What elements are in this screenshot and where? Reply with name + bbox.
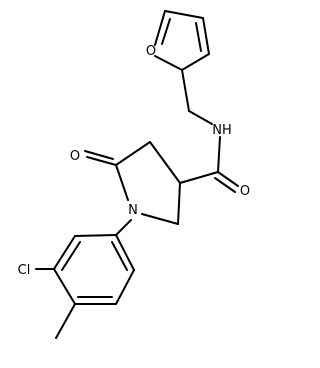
bond-lactam-o-2 (84, 150, 114, 160)
bond-c3-c4 (149, 141, 181, 184)
bond-furan-c2-o (154, 55, 183, 71)
bond-n-c2 (141, 213, 179, 225)
bond-nh-carbonyl (217, 136, 221, 173)
bond-furan-c3-c4 (164, 10, 204, 19)
bond-ar-2-inner (61, 241, 81, 271)
bond-ar-5 (115, 269, 135, 305)
pyrrolidinone-ring (84, 141, 181, 225)
benzene-ring (53, 234, 135, 305)
atom-label-amide-nitrogen: NH (212, 123, 232, 138)
bond-furan-c5-c2 (181, 53, 210, 71)
bond-carbonyl-ring (179, 171, 219, 184)
bond-ar-6-inner (111, 241, 128, 271)
bond-furan-ch2 (181, 69, 190, 112)
atom-label-chlorine: Cl (18, 263, 31, 278)
bond-carbonyl-o-1 (217, 171, 239, 187)
atom-label-amide-oxygen: O (240, 184, 250, 199)
bond-furan-o-c3 (154, 10, 166, 46)
bond-c4-c5 (115, 141, 151, 166)
atom-label-furan-oxygen: O (146, 44, 156, 59)
atom-label-lactam-oxygen: O (70, 149, 80, 164)
furan-ring (154, 10, 210, 71)
bond-ar-3 (53, 268, 76, 305)
bond-ar-2 (53, 235, 76, 270)
bond-ar-methyl (55, 303, 76, 339)
bond-ch2-nh (188, 110, 213, 125)
bond-c2-c3 (177, 182, 181, 225)
bond-furan-o-c3-inner (161, 18, 171, 45)
structure-svg: O NH O O N Cl (18, 10, 250, 339)
bond-n-aryl (115, 219, 132, 236)
molecule-diagram: O NH O O N Cl (18, 10, 250, 339)
bond-carbonyl-o-2 (214, 177, 236, 193)
bond-ar-1 (74, 234, 117, 237)
bond-ar-6 (115, 234, 135, 271)
atom-label-ring-nitrogen: N (128, 203, 138, 218)
bond-furan-c4-c5 (202, 17, 210, 55)
bond-lactam-o-1 (86, 156, 117, 166)
bond-c5-n (115, 164, 129, 201)
bond-furan-c4-c5-inner (195, 22, 202, 52)
